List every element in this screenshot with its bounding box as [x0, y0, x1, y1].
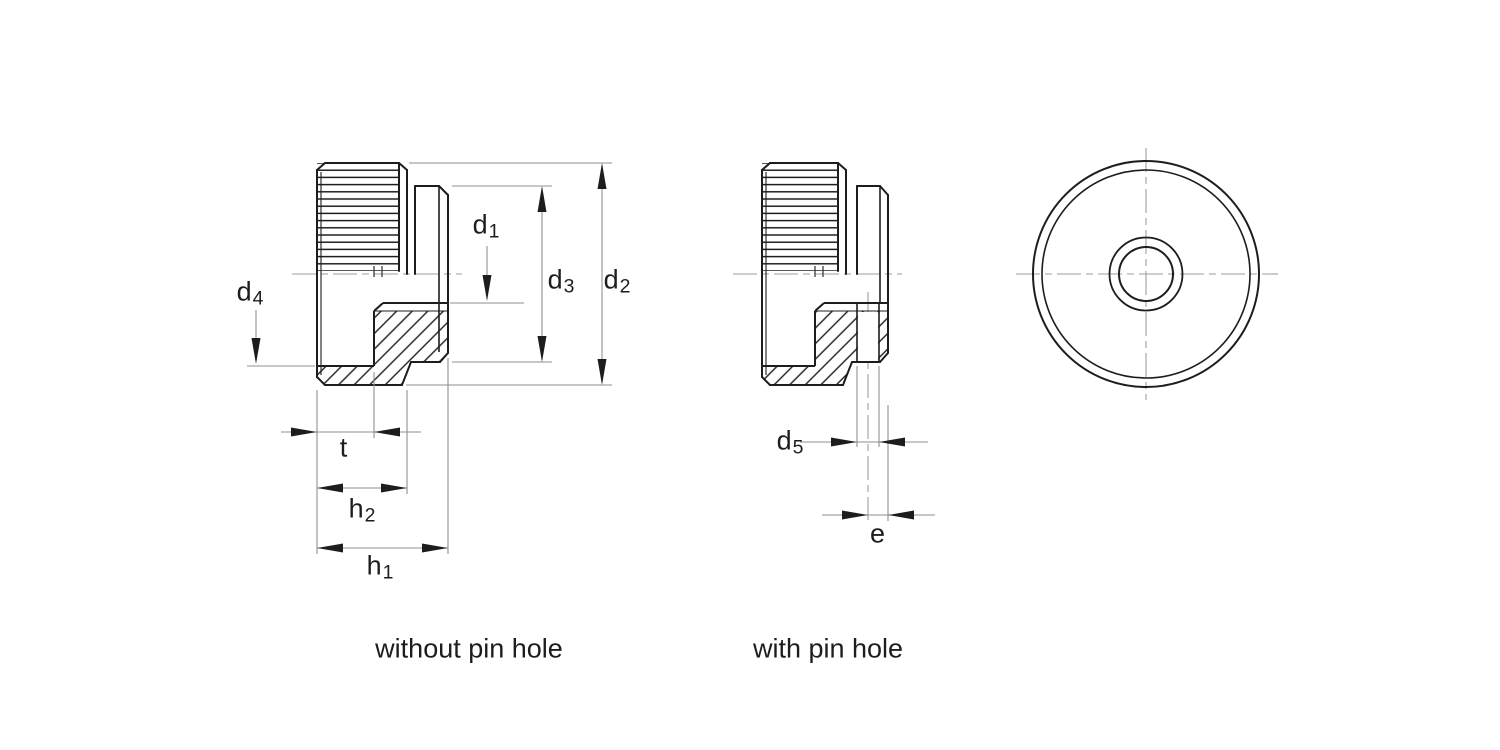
- arrow-d3-up: [537, 186, 547, 212]
- dim-label-h1: h1: [366, 550, 394, 582]
- caption-without-pin-hole: without pin hole: [375, 633, 563, 664]
- dim-label-d1-sub: 1: [488, 220, 500, 243]
- dim-label-h1-base: h: [366, 550, 382, 581]
- arrow-h2-left: [317, 483, 343, 493]
- arrow-d2-up: [597, 163, 607, 189]
- knurl-texture: [317, 163, 399, 271]
- dim-label-d5-sub: 5: [792, 436, 804, 459]
- body-edge-lines: [765, 172, 881, 375]
- body-outline: [316, 162, 449, 386]
- dim-label-d2-sub: 2: [619, 275, 631, 298]
- internal-section-lines: [762, 266, 888, 367]
- arrow-h1-left: [317, 543, 343, 553]
- dim-label-d4-base: d: [236, 276, 252, 307]
- pin-hole-clear: [858, 312, 878, 361]
- view-section-without-pin-hole: [316, 162, 449, 386]
- arrow-d3-down: [537, 336, 547, 362]
- arrow-e-left: [842, 510, 868, 520]
- thread-minor-circle: [1118, 246, 1174, 302]
- dim-label-d3-base: d: [547, 264, 563, 295]
- dim-label-e: e: [869, 518, 886, 549]
- caption-with-pin-hole: with pin hole: [752, 633, 904, 664]
- dim-label-e-base: e: [869, 518, 886, 549]
- dim-label-t-base: t: [339, 432, 348, 463]
- pin-hole-edges: [856, 303, 880, 362]
- chamfer-ring-circle: [1041, 169, 1251, 379]
- dim-label-d1-base: d: [472, 209, 488, 240]
- arrow-t-left: [291, 427, 317, 437]
- dim-label-h2-base: h: [348, 493, 364, 524]
- view-section-with-pin-hole: [761, 162, 889, 386]
- arrow-e-right: [888, 510, 914, 520]
- internal-section-lines: [317, 266, 448, 367]
- knurl-texture: [762, 163, 838, 271]
- dim-label-d3-sub: 3: [563, 275, 575, 298]
- body-edge-lines: [320, 172, 440, 375]
- arrow-d5-left: [831, 437, 857, 447]
- arrow-d2-down: [597, 359, 607, 385]
- dim-label-d3: d3: [547, 264, 575, 296]
- section-hatch-area: [317, 311, 448, 385]
- centerlines: [292, 148, 1278, 520]
- dim-label-d5-base: d: [776, 425, 792, 456]
- arrow-t-right: [374, 427, 400, 437]
- dim-label-h1-sub: 1: [382, 561, 394, 584]
- dim-label-h2-sub: 2: [364, 504, 376, 527]
- view-front: [1032, 160, 1260, 388]
- outer-diameter-circle: [1032, 160, 1260, 388]
- dim-label-h2: h2: [348, 493, 376, 525]
- dim-label-d2: d2: [603, 264, 631, 296]
- dim-label-t: t: [339, 432, 349, 463]
- arrow-d5-right: [879, 437, 905, 447]
- thread-major-circle: [1108, 236, 1184, 312]
- arrow-d1-down: [482, 275, 492, 301]
- dim-label-d4: d4: [236, 276, 264, 308]
- arrow-h1-right: [422, 543, 448, 553]
- dim-label-d2-base: d: [603, 264, 619, 295]
- dim-label-d4-sub: 4: [252, 287, 264, 310]
- dim-label-d1: d1: [472, 209, 500, 241]
- dim-label-d5: d5: [776, 425, 804, 457]
- arrow-h2-right: [381, 483, 407, 493]
- dimension-arrowheads: [251, 163, 914, 553]
- arrow-d4-down: [251, 338, 261, 364]
